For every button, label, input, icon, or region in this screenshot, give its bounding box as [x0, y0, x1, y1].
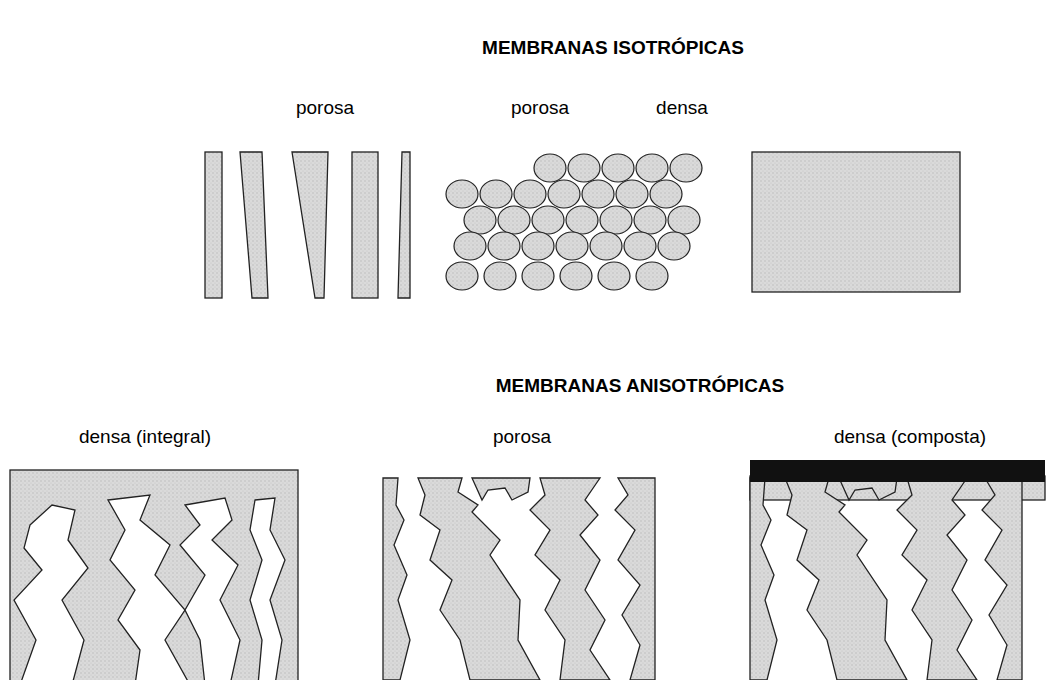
sphere — [548, 180, 580, 208]
type-label: porosa — [493, 427, 551, 448]
sphere — [582, 180, 614, 208]
type-label: densa (integral) — [79, 427, 211, 448]
sphere — [668, 206, 700, 234]
sphere — [514, 180, 546, 208]
sphere — [590, 232, 622, 260]
type-label: porosa — [511, 98, 569, 119]
sphere — [488, 232, 520, 260]
sphere — [602, 154, 634, 182]
sphere — [566, 206, 598, 234]
dense-block — [752, 152, 960, 292]
sphere — [650, 180, 682, 208]
integral-membrane — [10, 470, 298, 680]
sphere — [636, 154, 668, 182]
sphere — [446, 180, 478, 208]
sphere — [534, 154, 566, 182]
sphere — [658, 232, 690, 260]
sphere — [454, 232, 486, 260]
sphere — [568, 154, 600, 182]
sphere — [484, 262, 516, 290]
packed-spheres — [446, 154, 702, 290]
pore-bars — [205, 152, 410, 298]
type-label: densa — [656, 98, 708, 119]
sphere — [464, 206, 496, 234]
section-heading: MEMBRANAS ANISOTRÓPICAS — [496, 376, 785, 397]
sphere — [522, 262, 554, 290]
sphere — [670, 154, 702, 182]
sphere — [480, 180, 512, 208]
sphere — [498, 206, 530, 234]
sphere — [624, 232, 656, 260]
sphere — [556, 232, 588, 260]
porous-asymmetric — [383, 478, 655, 680]
sphere — [600, 206, 632, 234]
type-label: densa (composta) — [834, 427, 986, 448]
type-label: porosa — [296, 98, 354, 119]
sphere — [522, 232, 554, 260]
sphere — [446, 262, 478, 290]
section-heading: MEMBRANAS ISOTRÓPICAS — [482, 38, 744, 59]
sphere — [634, 206, 666, 234]
sphere — [616, 180, 648, 208]
sphere — [636, 262, 668, 290]
sphere — [532, 206, 564, 234]
sphere — [598, 262, 630, 290]
sphere — [560, 262, 592, 290]
composite-membrane — [750, 460, 1045, 680]
